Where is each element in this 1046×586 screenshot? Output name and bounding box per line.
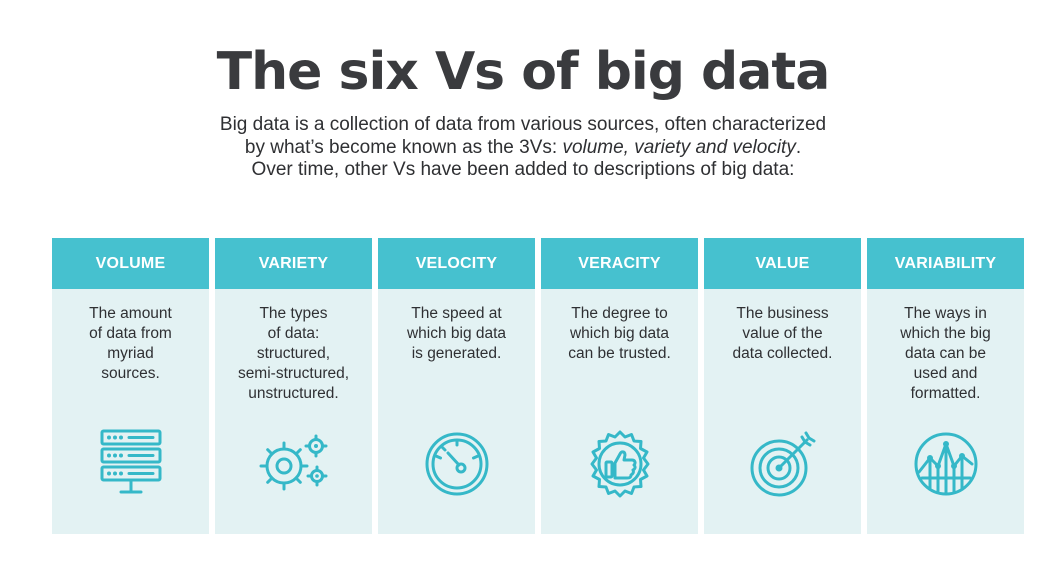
- page-title: The six Vs of big data: [216, 42, 831, 102]
- card-value: VALUE The business value of the data col…: [704, 238, 861, 534]
- card-description: The amount of data from myriad sources.: [60, 304, 201, 384]
- desc-line: formatted.: [910, 385, 981, 402]
- server-stack-icon: [95, 428, 167, 500]
- desc-line: unstructured.: [248, 385, 339, 402]
- card-variability: VARIABILITY The ways in which the big da…: [867, 238, 1024, 534]
- intro-line-2: by what’s become known as the 3Vs: volum…: [0, 137, 1046, 160]
- six-vs-cards: VOLUME The amount of data from myriad so…: [52, 238, 1024, 534]
- card-title: VERACITY: [541, 238, 698, 289]
- card-description: The speed at which big data is generated…: [386, 304, 527, 364]
- card-title: VELOCITY: [378, 238, 535, 289]
- card-description: The business value of the data collected…: [712, 304, 853, 364]
- card-description: The ways in which the big data can be us…: [875, 304, 1016, 404]
- target-icon: [747, 428, 819, 500]
- intro-line-2-prefix: by what’s become known as the 3Vs:: [244, 136, 563, 158]
- desc-line: myriad: [107, 345, 154, 362]
- desc-line: can be trusted.: [568, 345, 671, 362]
- intro-3vs: volume, variety and velocity: [562, 136, 796, 158]
- thumbs-up-badge-icon: [584, 428, 656, 500]
- desc-line: sources.: [101, 365, 160, 382]
- desc-line: The degree to: [571, 305, 668, 322]
- desc-line: is generated.: [411, 345, 502, 362]
- desc-line: which the big: [900, 325, 991, 342]
- desc-line: which big data: [406, 325, 507, 342]
- desc-line: The amount: [89, 305, 172, 322]
- intro-text: Big data is a collection of data from va…: [0, 114, 1046, 182]
- desc-line: The speed at: [411, 305, 502, 322]
- desc-line: value of the: [742, 325, 823, 342]
- desc-line: used and: [913, 365, 978, 382]
- desc-line: The business: [736, 305, 829, 322]
- desc-line: semi-structured,: [237, 365, 350, 382]
- speedometer-icon: [421, 428, 493, 500]
- line-graph-circle-icon: [910, 428, 982, 500]
- card-description: The degree to which big data can be trus…: [549, 304, 690, 364]
- card-volume: VOLUME The amount of data from myriad so…: [52, 238, 209, 534]
- intro-line-2-suffix: .: [795, 136, 802, 158]
- card-title: VARIABILITY: [867, 238, 1024, 289]
- desc-line: of data:: [267, 325, 320, 342]
- desc-line: of data from: [89, 325, 172, 342]
- desc-line: which big data: [569, 325, 670, 342]
- intro-line-3: Over time, other Vs have been added to d…: [251, 159, 795, 180]
- desc-line: The types: [259, 305, 328, 322]
- desc-line: data collected.: [732, 345, 833, 362]
- desc-line: structured,: [256, 345, 331, 362]
- card-title: VARIETY: [215, 238, 372, 289]
- desc-line: The ways in: [904, 305, 987, 322]
- card-variety: VARIETY The types of data: structured, s…: [215, 238, 372, 534]
- intro-line-1: Big data is a collection of data from va…: [219, 114, 827, 135]
- card-veracity: VERACITY The degree to which big data ca…: [541, 238, 698, 534]
- card-title: VOLUME: [52, 238, 209, 289]
- card-velocity: VELOCITY The speed at which big data is …: [378, 238, 535, 534]
- card-description: The types of data: structured, semi-stru…: [223, 304, 364, 404]
- card-title: VALUE: [704, 238, 861, 289]
- gears-icon: [258, 428, 330, 500]
- desc-line: data can be: [904, 345, 986, 362]
